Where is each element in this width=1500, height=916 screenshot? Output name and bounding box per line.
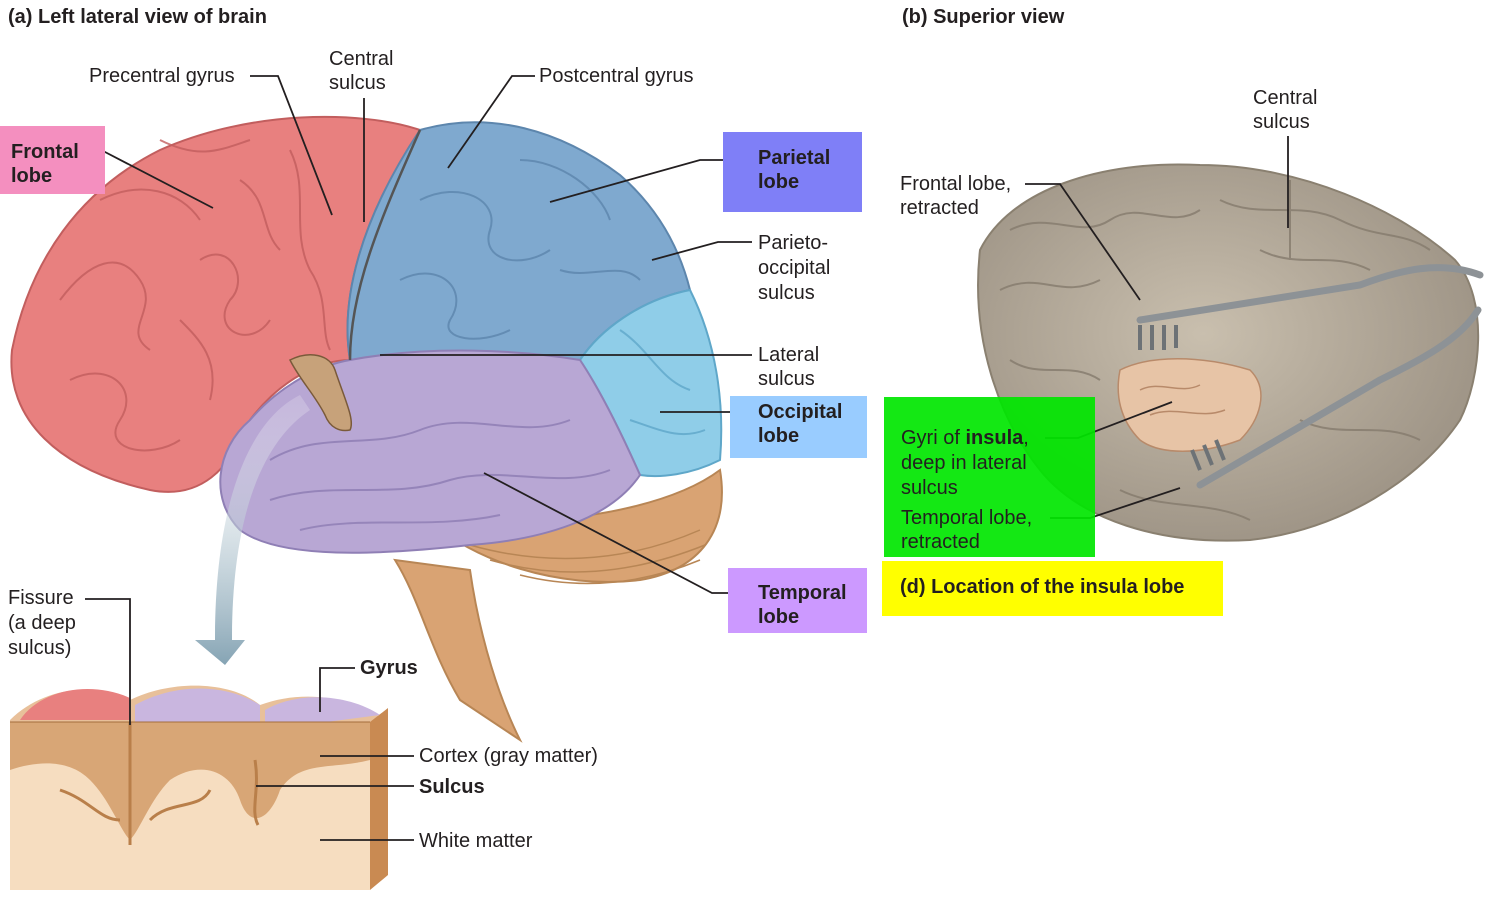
label-sulcus: Sulcus — [419, 776, 485, 798]
label-gyri-of-insula: Gyri of insula, deep in lateral sulcus — [901, 427, 1029, 499]
label-frontal-lobe: Frontal lobe — [11, 141, 79, 187]
zoom-arrow — [195, 395, 310, 665]
label-occipital-lobe: Occipital lobe — [758, 401, 843, 447]
label-parietal-lobe: Parietal lobe — [758, 147, 831, 193]
frontal-lobe-box — [0, 126, 105, 194]
label-parieto-occipital-sulcus: Parieto- occipital sulcus — [758, 232, 831, 304]
label-lateral-sulcus: Lateral sulcus — [758, 344, 820, 390]
cerebellum — [427, 468, 723, 583]
insula-emphasis: insula — [965, 427, 1024, 449]
label-frontal-lobe-retracted: Frontal lobe, retracted — [900, 173, 1012, 219]
caption-d-box — [882, 561, 1223, 616]
superior-brain-photo — [977, 163, 1484, 542]
label-temporal-lobe: Temporal lobe — [758, 582, 847, 628]
label-b-central-sulcus: Central sulcus — [1253, 87, 1318, 133]
cortex-section-block — [10, 685, 388, 890]
label-fissure: Fissure (a deep sulcus) — [8, 587, 76, 659]
label-temporal-lobe-retracted: Temporal lobe, retracted — [901, 507, 1033, 553]
occipital-lobe-box — [730, 396, 867, 458]
temporal-lobe-box — [728, 568, 867, 633]
figure-a-heading: (a) Left lateral view of brain — [8, 6, 267, 28]
label-white-matter: White matter — [419, 830, 533, 852]
figure-b-heading: (b) Superior view — [902, 6, 1065, 28]
label-gyrus: Gyrus — [360, 657, 418, 679]
label-cortex-gray-matter: Cortex (gray matter) — [419, 745, 598, 767]
insula-labels-box — [884, 397, 1095, 557]
label-central-sulcus: Central sulcus — [329, 48, 394, 94]
label-postcentral-gyrus: Postcentral gyrus — [539, 65, 694, 87]
caption-d: (d) Location of the insula lobe — [900, 576, 1185, 598]
label-precentral-gyrus: Precentral gyrus — [89, 65, 235, 87]
brainstem — [393, 558, 523, 743]
lateral-brain-illustration — [10, 115, 723, 743]
parietal-lobe-box — [723, 132, 862, 212]
retracted-cortex-flap — [288, 354, 353, 432]
